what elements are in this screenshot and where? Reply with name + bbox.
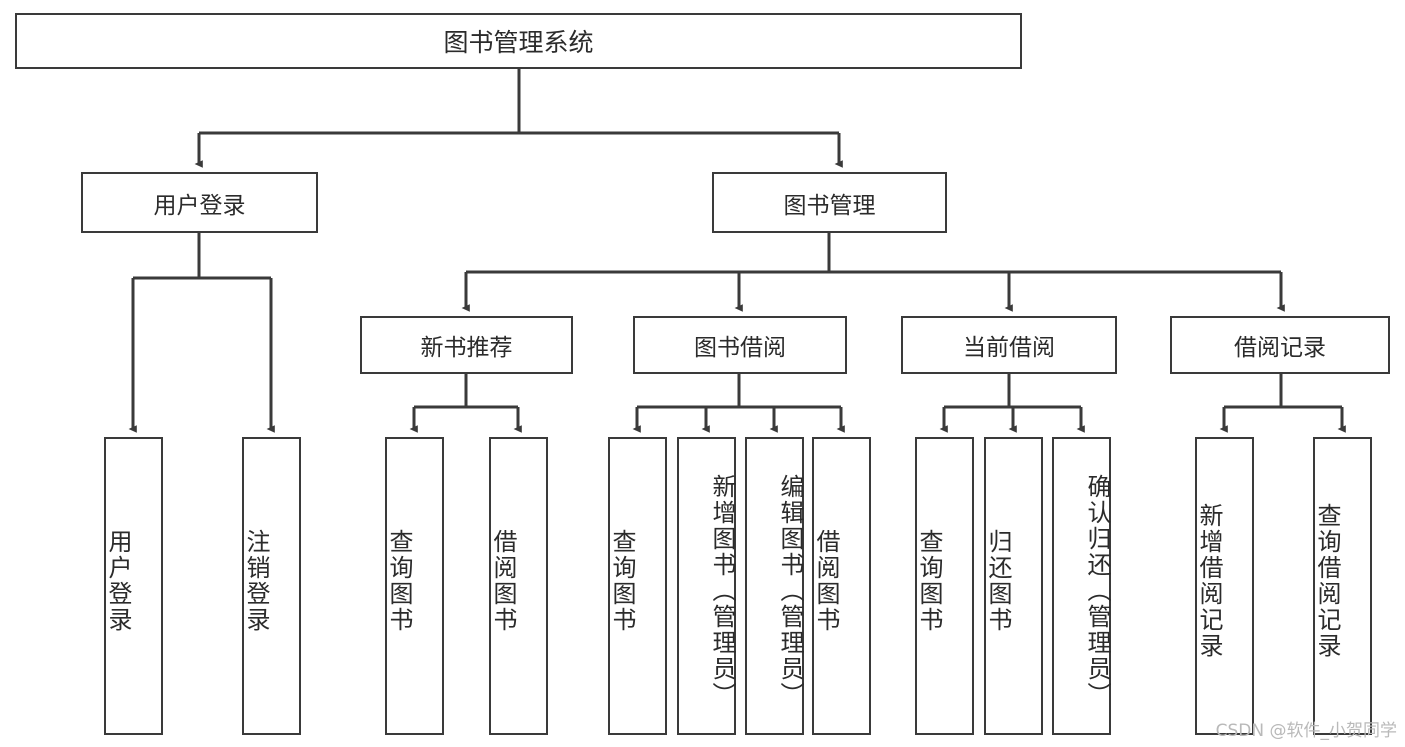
node-label: 借阅图书 xyxy=(489,529,517,633)
node-label: 当前借阅 xyxy=(963,335,1055,361)
node-label: 用户登录 xyxy=(153,192,246,219)
leaf-user-login-login[interactable]: 用户登录 xyxy=(104,437,163,735)
leaf-borrow-borrow-book[interactable]: 借阅图书 xyxy=(812,437,871,735)
node-new-book-recommend[interactable]: 新书推荐 xyxy=(360,316,573,374)
node-label: 新增图书（管理员） xyxy=(708,474,736,708)
node-label: 新书推荐 xyxy=(420,335,513,361)
node-label: 图书管理系统 xyxy=(443,28,594,57)
node-label: 注销登录 xyxy=(242,529,270,633)
node-label: 借阅记录 xyxy=(1234,335,1326,361)
node-label: 图书管理 xyxy=(783,192,876,219)
node-label: 新增借阅记录 xyxy=(1195,503,1223,659)
watermark-text: CSDN @软件_小贺同学 xyxy=(1215,721,1397,741)
leaf-record-add-record[interactable]: 新增借阅记录 xyxy=(1195,437,1254,735)
node-label: 查询图书 xyxy=(385,529,413,633)
node-current-borrow[interactable]: 当前借阅 xyxy=(901,316,1117,374)
leaf-recommend-borrow-book[interactable]: 借阅图书 xyxy=(489,437,548,735)
node-label: 编辑图书（管理员） xyxy=(776,474,804,708)
node-label: 用户登录 xyxy=(104,529,132,633)
node-book-borrow[interactable]: 图书借阅 xyxy=(633,316,847,374)
node-label: 归还图书 xyxy=(984,529,1012,633)
node-book-management[interactable]: 图书管理 xyxy=(712,172,947,233)
leaf-record-query-record[interactable]: 查询借阅记录 xyxy=(1313,437,1372,735)
node-root-system[interactable]: 图书管理系统 xyxy=(15,13,1022,69)
node-label: 图书借阅 xyxy=(694,335,786,361)
leaf-recommend-query-book[interactable]: 查询图书 xyxy=(385,437,444,735)
leaf-borrow-edit-book-admin[interactable]: 编辑图书（管理员） xyxy=(745,437,804,735)
node-borrow-record[interactable]: 借阅记录 xyxy=(1170,316,1390,374)
node-user-login[interactable]: 用户登录 xyxy=(81,172,318,233)
node-label: 借阅图书 xyxy=(812,529,840,633)
leaf-borrow-query-book[interactable]: 查询图书 xyxy=(608,437,667,735)
leaf-current-query-book[interactable]: 查询图书 xyxy=(915,437,974,735)
leaf-user-login-logout[interactable]: 注销登录 xyxy=(242,437,301,735)
leaf-borrow-add-book-admin[interactable]: 新增图书（管理员） xyxy=(677,437,736,735)
node-label: 确认归还（管理员） xyxy=(1083,474,1111,708)
node-label: 查询借阅记录 xyxy=(1313,503,1341,659)
node-label: 查询图书 xyxy=(915,529,943,633)
leaf-current-confirm-return-admin[interactable]: 确认归还（管理员） xyxy=(1052,437,1111,735)
leaf-current-return-book[interactable]: 归还图书 xyxy=(984,437,1043,735)
node-label: 查询图书 xyxy=(608,529,636,633)
